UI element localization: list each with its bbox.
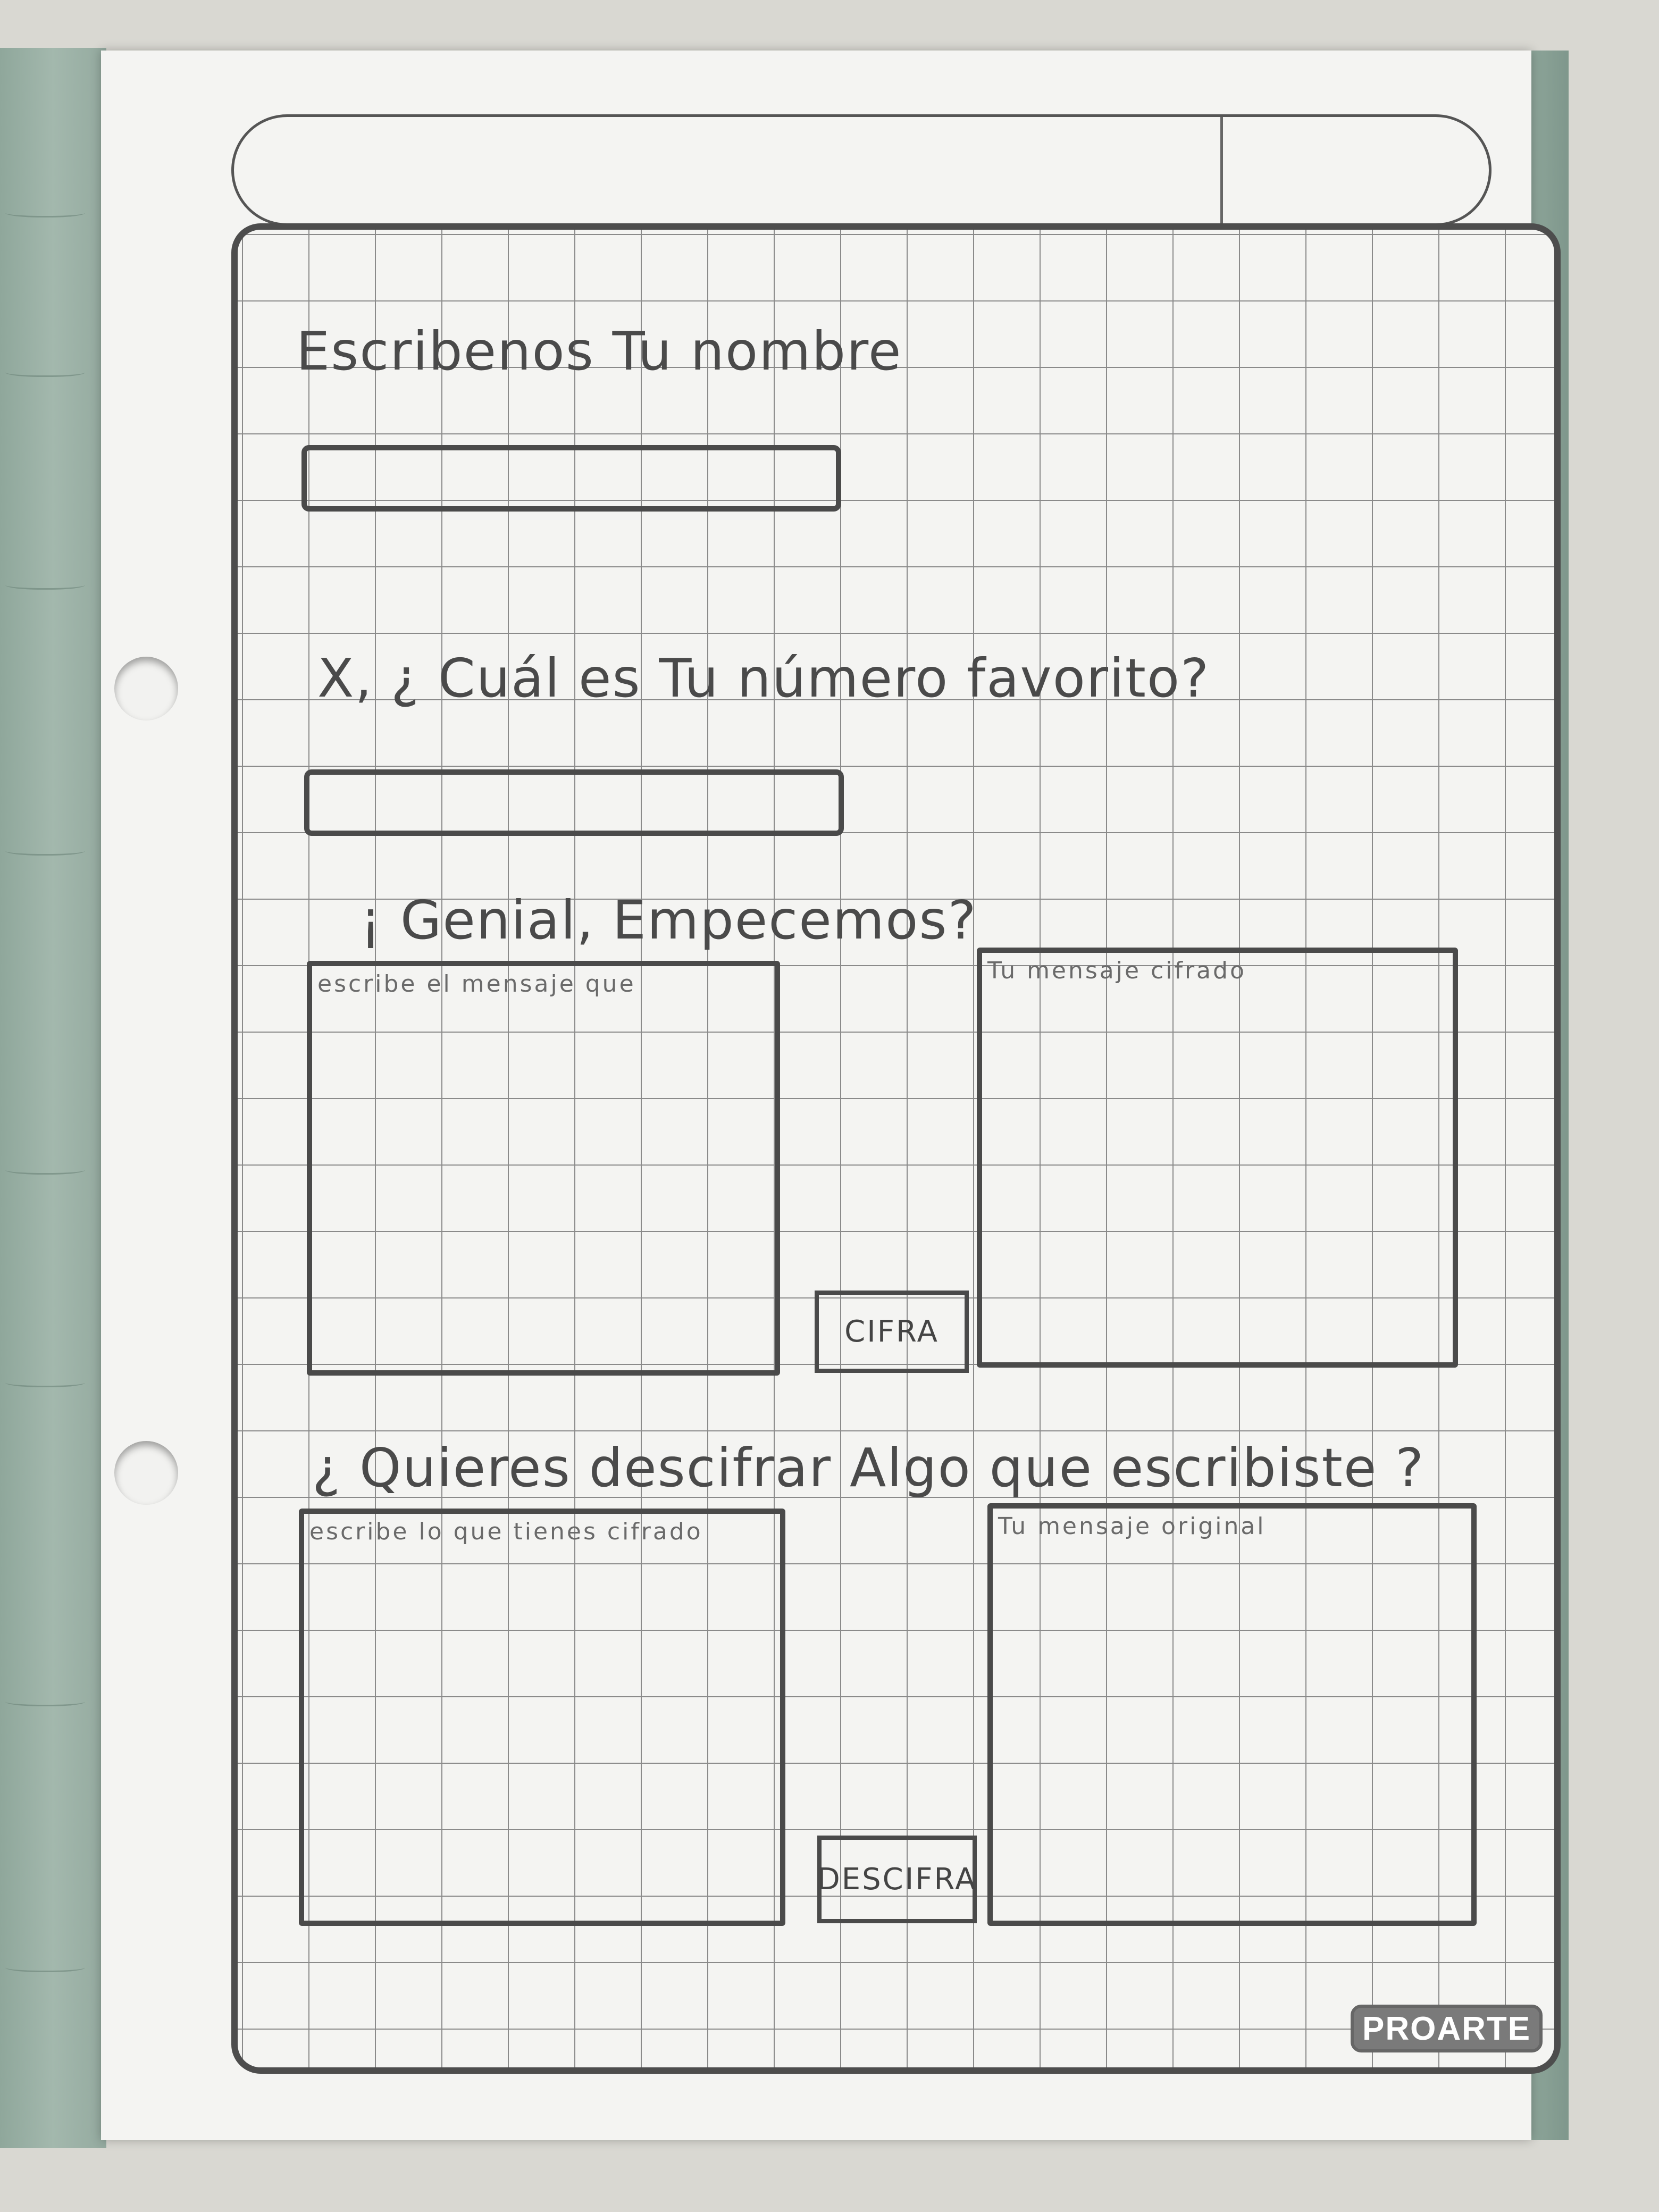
strip-scribble: [5, 845, 85, 856]
strip-scribble: [5, 1164, 85, 1175]
decipher-input-box[interactable]: escribe lo que tienes cifrado: [299, 1509, 785, 1926]
wireframe-frame: Escribenos Tu nombre X, ¿ Cuál es Tu núm…: [231, 223, 1561, 2074]
binder-hole: [114, 1441, 178, 1505]
binder-hole: [114, 657, 178, 720]
strip-scribble: [5, 367, 85, 377]
strip-scribble: [5, 580, 85, 590]
decipher-button[interactable]: DESCIFRA: [817, 1836, 977, 1923]
decipher-output-box: Tu mensaje original: [987, 1503, 1477, 1926]
strip-scribble: [5, 1696, 85, 1706]
decipher-input-label: escribe lo que tienes cifrado: [309, 1518, 703, 1545]
favorite-number-label: X, ¿ Cuál es Tu número favorito?: [317, 647, 1210, 709]
start-heading: ¡ Genial, Empecemos?: [360, 889, 977, 951]
strip-scribble: [5, 207, 85, 217]
decipher-question: ¿ Quieres descifrar Algo que escribiste …: [312, 1437, 1425, 1499]
notebook-binder-strip: [0, 48, 106, 2148]
header-divider: [1220, 117, 1223, 223]
header-bar: [231, 114, 1492, 226]
strip-scribble: [5, 1377, 85, 1387]
name-input[interactable]: [301, 445, 841, 512]
cipher-input-box[interactable]: escribe el mensaje que: [307, 961, 780, 1376]
decipher-output-label: Tu mensaje original: [998, 1513, 1266, 1540]
strip-scribble: [5, 1962, 85, 1972]
name-label: Escribenos Tu nombre: [296, 320, 902, 382]
favorite-number-input[interactable]: [304, 769, 844, 836]
brand-logo: PROARTE: [1351, 2005, 1543, 2052]
cipher-button[interactable]: CIFRA: [815, 1291, 969, 1373]
cipher-output-box: Tu mensaje cifrado: [977, 948, 1458, 1368]
cipher-output-label: Tu mensaje cifrado: [987, 957, 1246, 984]
cipher-input-label: escribe el mensaje que: [317, 970, 636, 998]
